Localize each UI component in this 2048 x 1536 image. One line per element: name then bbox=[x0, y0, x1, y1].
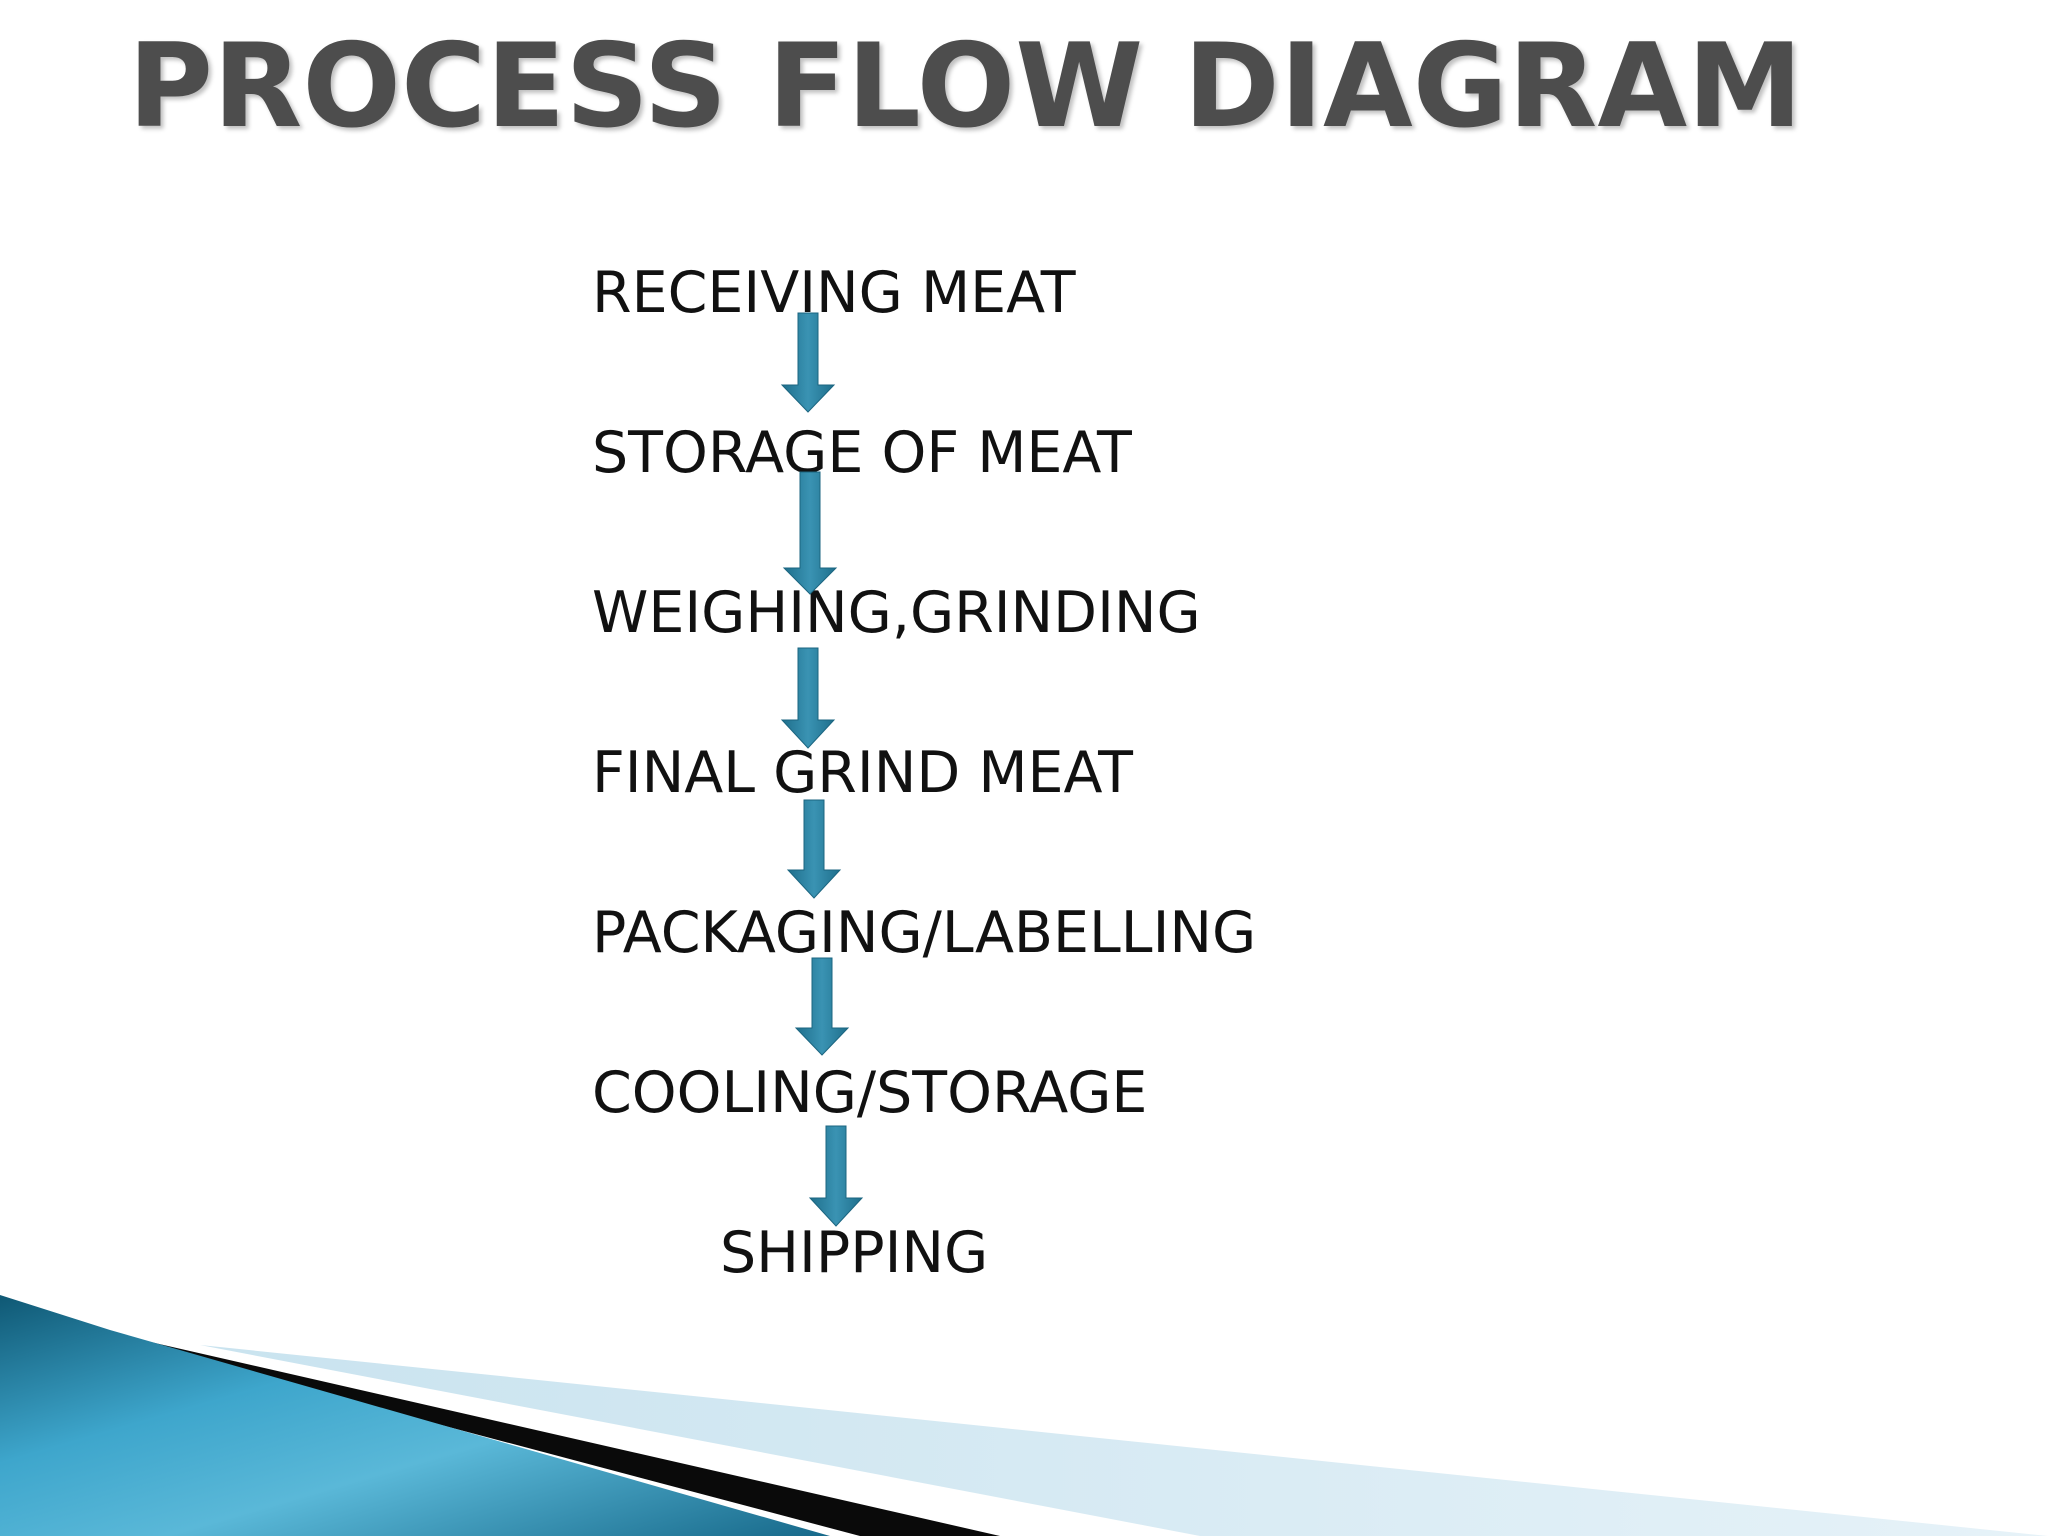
swoosh-black-stripe bbox=[0, 1308, 1000, 1536]
flow-step-receiving-meat: RECEIVING MEAT bbox=[592, 260, 1076, 326]
flow-step-final-grind-meat: FINAL GRIND MEAT bbox=[592, 740, 1133, 806]
flow-step-storage-of-meat: STORAGE OF MEAT bbox=[592, 420, 1132, 486]
flow-step-weighing-grinding: WEIGHING,GRINDING bbox=[592, 580, 1201, 646]
flow-step-cooling-storage: COOLING/STORAGE bbox=[592, 1060, 1148, 1126]
swoosh-blue-wedge bbox=[0, 1295, 830, 1536]
flow-step-packaging-labelling: PACKAGING/LABELLING bbox=[592, 900, 1257, 966]
slide-title: PROCESS FLOW DIAGRAM bbox=[128, 19, 1803, 154]
flow-step-shipping: SHIPPING bbox=[720, 1220, 989, 1286]
swoosh-pale-band bbox=[200, 1345, 2048, 1536]
